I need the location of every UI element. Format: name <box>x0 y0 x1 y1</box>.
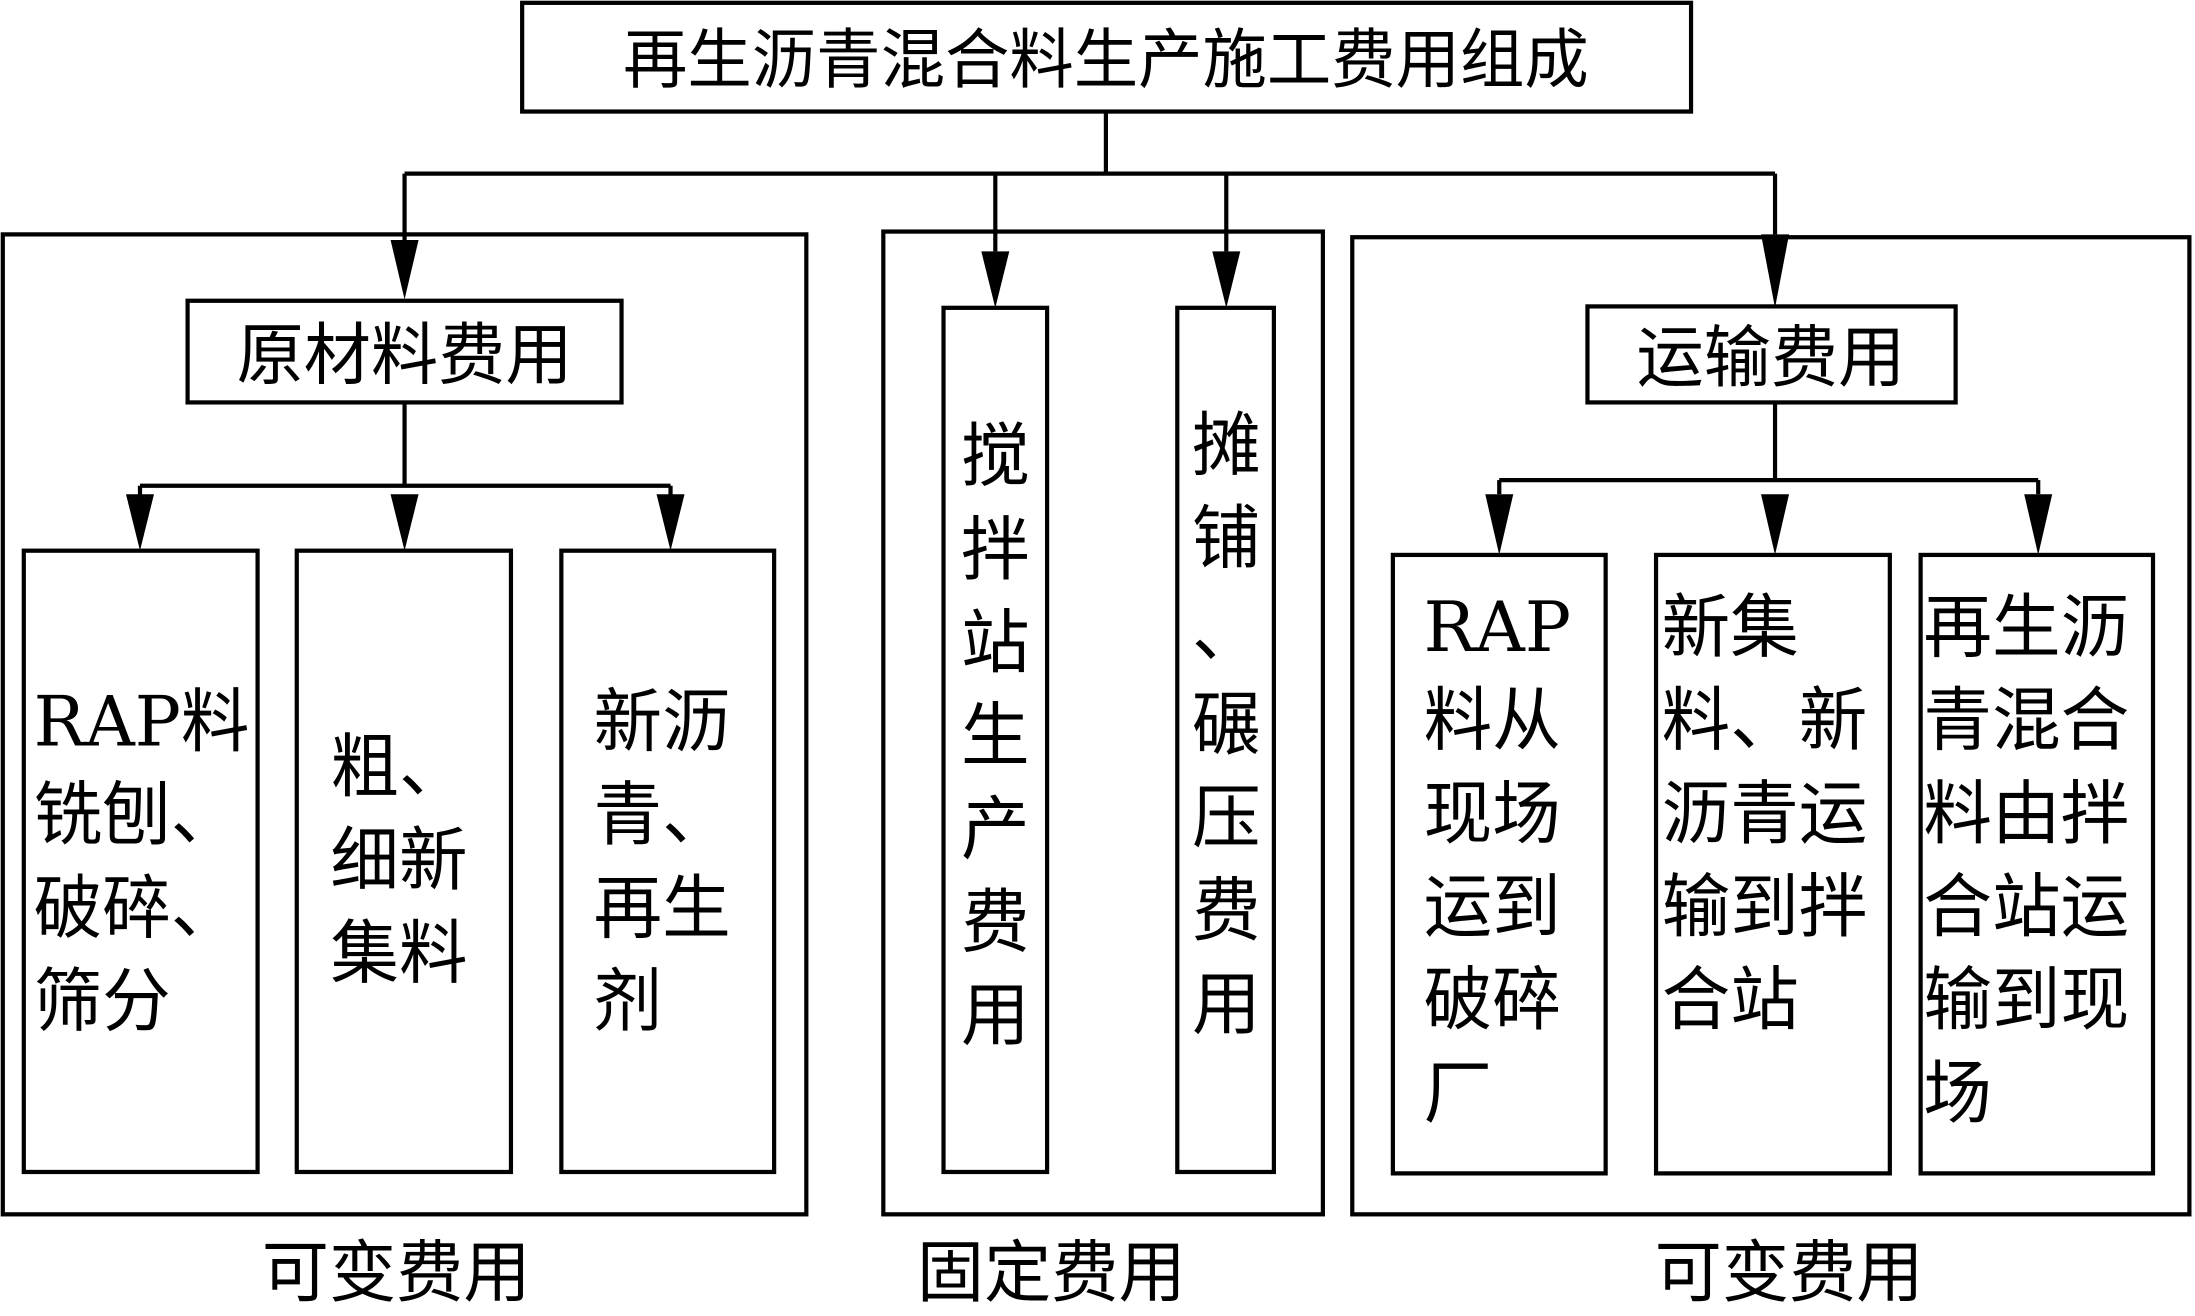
leaf-label: 新集料、新沥青运输到拌合站 <box>1662 588 1868 1041</box>
leaf-label-line: 用 <box>961 976 1030 1056</box>
leaf-label-line: 现场 <box>1424 774 1561 854</box>
leaf-box-rap-milling <box>21 548 260 1175</box>
arrow-down-icon <box>1761 234 1790 308</box>
leaf-text-layer: RAP料铣刨、破碎、筛分粗、细新集料新沥青、再生剂搅拌站生产费用摊铺、碾压费用R… <box>34 406 2130 1134</box>
arrow-down-icon <box>1761 494 1790 555</box>
leaf-label-line: 新沥 <box>594 682 731 762</box>
leaf-label-line: 沥青运 <box>1662 774 1868 854</box>
leaf-label-line: 剂 <box>594 962 663 1042</box>
leaf-label-line: 费 <box>1192 871 1261 951</box>
leaf-label-line: 碾 <box>1192 685 1261 765</box>
subnode-transport-label: 运输费用 <box>1636 318 1905 397</box>
leaf-label-line: 青混合 <box>1923 681 2129 761</box>
arrow-down-icon <box>390 494 419 551</box>
leaf-label-line: 搅 <box>961 417 1030 497</box>
leaf-label-line: 输到现 <box>1923 960 2129 1040</box>
leaf-label: 再生沥青混合料由拌合站运输到现场 <box>1923 588 2129 1134</box>
root-node-box <box>520 0 1694 114</box>
leaf-label-line: 厂 <box>1424 1054 1493 1134</box>
subnode-transport-box <box>1585 304 1958 405</box>
leaf-label: 粗、细新集料 <box>330 727 467 994</box>
leaf-label-line: 站 <box>961 603 1030 683</box>
arrow-down-icon <box>656 494 685 551</box>
subnode-raw-material-box <box>185 298 624 405</box>
caption-variable-cost-right: 可变费用 <box>1655 1233 1924 1312</box>
arrow-down-icon <box>1212 251 1241 308</box>
leaf-label-line: 铺 <box>1192 499 1261 579</box>
leaf-label: 新沥青、再生剂 <box>594 682 731 1042</box>
leaf-label-line: 费 <box>961 883 1030 963</box>
arrow-down-icon <box>125 494 154 551</box>
leaf-label-line: 拌 <box>961 510 1030 590</box>
leaf-label-line: 破碎 <box>1424 960 1561 1040</box>
caption-variable-cost-left: 可变费用 <box>262 1233 531 1312</box>
root-node-label: 再生沥青混合料生产施工费用组成 <box>623 23 1589 98</box>
leaf-box-paving-rolling <box>1175 305 1276 1175</box>
leaf-label: 搅拌站生产费用 <box>961 417 1030 1057</box>
leaf-label-line: 再生沥 <box>1923 588 2129 668</box>
leaf-box-rap-transport <box>1390 552 1608 1176</box>
leaf-box-material-transport <box>1653 552 1892 1176</box>
arrow-down-icon <box>2024 494 2053 555</box>
leaf-box-new-aggregate <box>294 548 514 1175</box>
leaf-label-line: 摊 <box>1192 406 1261 486</box>
leaf-label-line: 粗、 <box>330 727 467 807</box>
arrow-down-icon <box>1485 494 1514 555</box>
leaf-label-line: 破碎、 <box>34 869 240 949</box>
leaf-label-line: 集料 <box>330 914 467 994</box>
leaf-label: 摊铺、碾压费用 <box>1192 406 1261 1046</box>
leaf-label-line: 产 <box>961 790 1030 870</box>
leaf-label-line: 料由拌 <box>1923 774 2129 854</box>
arrow-down-icon <box>981 251 1010 308</box>
leaf-label-line: 压 <box>1192 778 1261 858</box>
leaf-label-line: 筛分 <box>34 962 171 1042</box>
leaf-label-line: 料、新 <box>1662 681 1868 761</box>
leaf-label-line: 细新 <box>330 821 467 901</box>
leaf-box-new-asphalt <box>559 548 777 1175</box>
leaf-label-line: 运到 <box>1424 867 1561 947</box>
leaf-label: RAP 料从现场运到破碎厂 <box>1424 588 1571 1134</box>
leaf-label-line: 、 <box>1192 592 1261 672</box>
leaf-label-line: 铣刨、 <box>34 775 240 855</box>
leaf-label-line: 料从 <box>1424 681 1561 761</box>
leaf-box-mix-transport <box>1918 552 2156 1176</box>
leaf-label-line: 场 <box>1923 1054 1992 1134</box>
leaf-label-line: 用 <box>1192 965 1261 1045</box>
leaf-label-line: 生 <box>961 696 1030 776</box>
arrow-down-icon <box>390 240 419 300</box>
group-frame-fixed <box>881 229 1325 1217</box>
leaf-label-line: 青、 <box>594 775 731 855</box>
leaf-label-line: 输到拌 <box>1662 867 1868 947</box>
leaf-label-line: RAP料 <box>34 682 250 762</box>
leaf-label: RAP料铣刨、破碎、筛分 <box>34 682 250 1042</box>
subnode-raw-material-label: 原材料费用 <box>237 315 573 394</box>
leaf-label-line: 合站 <box>1662 960 1799 1040</box>
leaf-box-mixing-plant <box>941 305 1050 1175</box>
leaf-label-line: RAP <box>1424 588 1571 668</box>
leaf-label-line: 再生 <box>594 869 731 949</box>
leaf-label-line: 合站运 <box>1923 867 2129 947</box>
leaf-label-line: 新集 <box>1662 588 1799 668</box>
caption-fixed-cost: 固定费用 <box>917 1233 1186 1312</box>
